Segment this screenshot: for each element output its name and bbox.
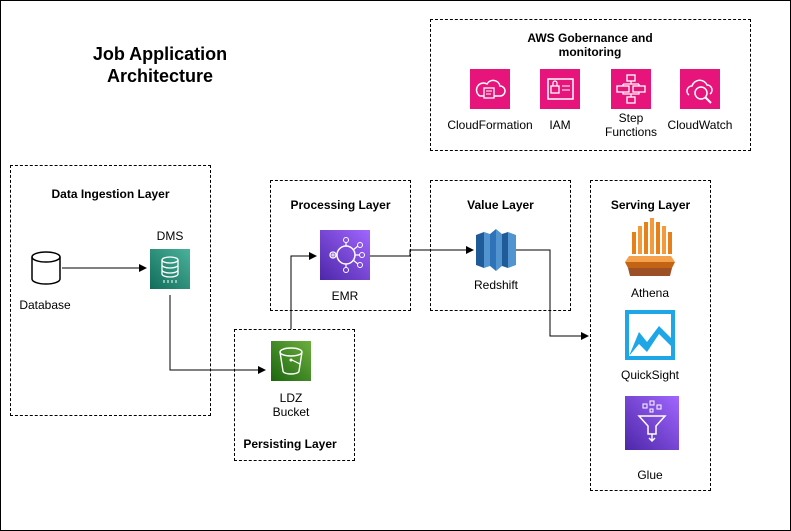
processing-layer-group (270, 180, 411, 311)
step-functions-icon (611, 69, 651, 114)
glue-icon (625, 396, 679, 455)
serving-layer-title: Serving Layer (610, 198, 691, 212)
dms-label: DMS (156, 229, 184, 243)
cloudwatch-label: CloudWatch (667, 118, 733, 132)
dms-icon (150, 249, 190, 294)
governance-title: AWS Gobernance and monitoring (527, 31, 653, 59)
glue-label: Glue (637, 468, 663, 482)
redshift-to-serving-connector (516, 249, 589, 340)
diagram-title: Job Application Architecture (92, 44, 228, 86)
s3-bucket-icon (271, 341, 311, 386)
ingestion-layer-title: Data Ingestion Layer (51, 187, 170, 201)
ingestion-layer-group (10, 165, 211, 416)
emr-label: EMR (331, 289, 359, 303)
cloudwatch-icon (680, 69, 720, 114)
dms-to-bucket-connector (169, 295, 266, 374)
database-label: Database (19, 298, 71, 312)
value-layer-title: Value Layer (467, 198, 534, 212)
redshift-icon (476, 229, 516, 276)
emr-to-redshift-connector (370, 246, 474, 257)
redshift-label: Redshift (473, 278, 519, 292)
quicksight-label: QuickSight (620, 368, 680, 382)
iam-icon (540, 69, 580, 114)
database-icon (30, 250, 62, 291)
athena-label: Athena (630, 286, 670, 300)
serving-layer-group (590, 180, 711, 491)
bucket-to-emr-connector (290, 252, 317, 329)
cloudformation-label: CloudFormation (447, 118, 533, 132)
processing-layer-title: Processing Layer (290, 198, 391, 212)
bucket-label: LDZ Bucket (272, 391, 310, 419)
athena-icon (623, 218, 677, 285)
persisting-layer-title: Persisting Layer (243, 437, 337, 451)
step-functions-label: Step Functions (604, 111, 658, 139)
quicksight-icon (625, 310, 675, 365)
iam-label: IAM (549, 118, 571, 132)
persisting-layer-group (234, 329, 355, 461)
governance-group (430, 19, 751, 151)
value-layer-group (430, 180, 571, 311)
emr-icon (320, 230, 370, 285)
cloudformation-icon (470, 69, 510, 114)
